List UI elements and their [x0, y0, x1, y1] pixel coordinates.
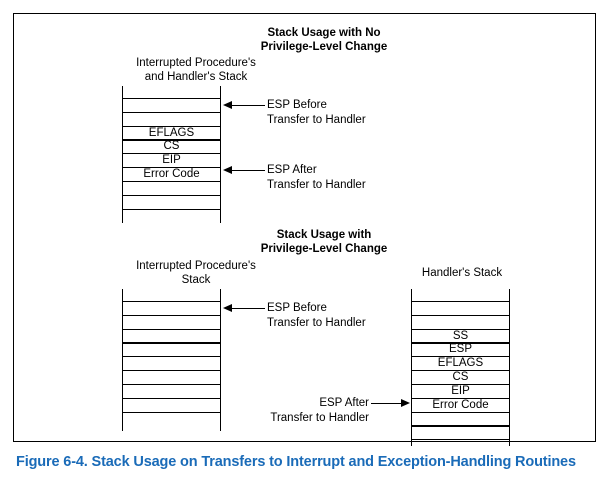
esp-before-arrow-line	[231, 105, 265, 106]
stack-cell	[411, 301, 510, 316]
stack-cell: EFLAGS	[411, 356, 510, 372]
stack-interrupted-and-handler-stack: EFLAGS CS EIP Error Code	[122, 86, 221, 223]
panel-heading-no-privilege-change: Stack Usage with No Privilege-Level Chan…	[260, 27, 388, 53]
stack-label-interrupted-procedure-stack: Interrupted Procedure's Stack	[136, 260, 256, 286]
stack-rail-right	[220, 289, 221, 431]
stack-cell	[122, 180, 221, 196]
stack-cell: Error Code	[122, 167, 221, 183]
callout-esp-after-no-privilege-change: ESP After Transfer to Handler	[267, 164, 366, 191]
stack-cell	[122, 301, 221, 316]
stack-cell: SS	[411, 328, 510, 344]
stack-cell	[122, 328, 221, 344]
stack-interrupted-procedure-stack	[122, 289, 221, 431]
stack-rail-left	[122, 86, 123, 223]
esp-after-arrow-line	[231, 170, 265, 171]
panel-heading-privilege-change: Stack Usage with Privilege-Level Change	[260, 229, 388, 255]
callout-esp-before-no-privilege-change: ESP Before Transfer to Handler	[267, 99, 366, 126]
stack-rail-left	[411, 289, 412, 446]
stack-rail-left	[122, 289, 123, 431]
callout-esp-after-privilege-change: ESP After Transfer to Handler	[270, 397, 369, 424]
esp-before-arrowhead-icon	[223, 101, 232, 109]
stack-cell: ESP	[411, 342, 510, 358]
esp-after-arrow-line	[371, 403, 401, 404]
stack-cell: Error Code	[411, 397, 510, 413]
stack-cell: CS	[122, 139, 221, 155]
stack-cell: CS	[411, 370, 510, 386]
callout-esp-before-privilege-change: ESP Before Transfer to Handler	[267, 302, 366, 329]
stack-cell	[122, 356, 221, 372]
esp-before-arrow-line	[231, 308, 265, 309]
stack-cells: SS ESP EFLAGS CS EIP Error Code	[411, 301, 510, 441]
stack-label-handlers-stack: Handler's Stack	[421, 267, 503, 279]
esp-before-arrowhead-icon	[223, 304, 232, 312]
stack-cell	[122, 383, 221, 399]
stack-cell	[411, 314, 510, 330]
stack-cell	[122, 370, 221, 386]
stack-cell	[122, 342, 221, 358]
stack-cell	[411, 411, 510, 427]
esp-after-arrowhead-icon	[223, 166, 232, 174]
stack-cell: EIP	[122, 153, 221, 169]
stack-cells: EFLAGS CS EIP Error Code	[122, 98, 221, 210]
stack-cell	[122, 111, 221, 127]
stack-cell: EIP	[411, 383, 510, 399]
stack-cell	[122, 314, 221, 330]
esp-after-arrowhead-icon	[401, 399, 410, 407]
stack-cell	[122, 194, 221, 210]
stack-cell	[122, 397, 221, 413]
stack-cells	[122, 301, 221, 413]
stack-rail-right	[220, 86, 221, 223]
figure-frame: Stack Usage with No Privilege-Level Chan…	[13, 13, 596, 446]
stack-cell: EFLAGS	[122, 125, 221, 141]
figure-caption: Figure 6-4. Stack Usage on Transfers to …	[16, 454, 576, 470]
stack-label-interrupted-and-handler-stack: Interrupted Procedure's and Handler's St…	[136, 57, 256, 83]
stack-cell	[122, 98, 221, 113]
stack-cell	[411, 425, 510, 441]
stack-rail-right	[509, 289, 510, 446]
stack-handlers-stack: SS ESP EFLAGS CS EIP Error Code	[411, 289, 510, 446]
